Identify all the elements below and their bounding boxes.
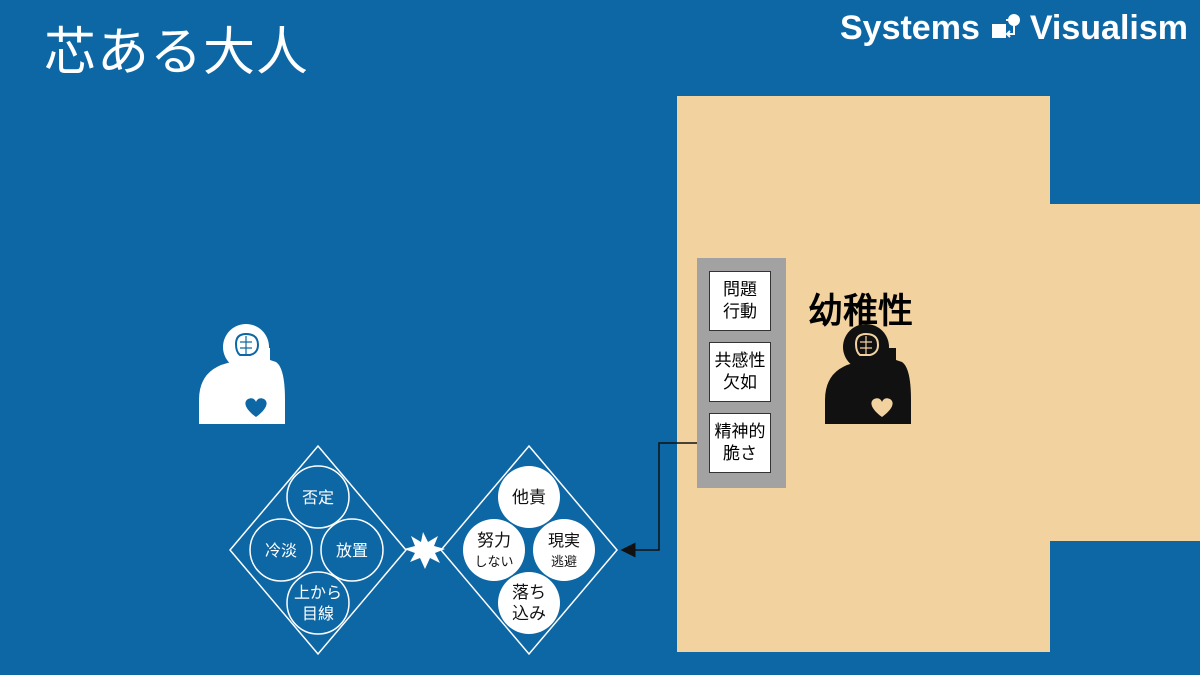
label-depression-line1: 落ち <box>512 583 546 603</box>
right-diamond <box>440 444 618 656</box>
brand-logo: Systems Visualism <box>840 6 1188 50</box>
trait-box-mental-fragility: 精神的 脆さ <box>709 413 771 473</box>
childish-person-icon <box>825 324 911 424</box>
circle-depression <box>498 572 560 634</box>
label-no-effort-line2: しない <box>474 555 513 570</box>
label-denial: 否定 <box>302 488 334 507</box>
circle-condescension <box>286 571 350 635</box>
trait-box-lack-of-empathy: 共感性 欠如 <box>709 342 771 402</box>
label-no-effort-line1: 努力 <box>477 531 511 551</box>
circle-escapism <box>533 519 595 581</box>
label-condescension-line2: 目線 <box>302 604 334 623</box>
systems-visualism-logo-icon <box>991 14 1020 38</box>
label-escapism-line2: 逃避 <box>551 555 577 570</box>
left-diamond <box>229 444 407 656</box>
circle-coldness <box>249 518 313 582</box>
circle-blame-others <box>498 466 560 528</box>
brand-word-systems: Systems <box>839 8 980 47</box>
mature-person-icon <box>199 324 285 424</box>
explosion-icon <box>404 532 445 569</box>
brand-word-visualism: Visualism <box>1029 8 1188 47</box>
childish-region-extension <box>1050 204 1200 541</box>
connector-arrow <box>620 442 697 558</box>
label-depression-line2: 込み <box>512 604 546 624</box>
page-title: 芯ある大人 <box>44 23 310 83</box>
childish-traits-stack: 問題 行動 共感性 欠如 精神的 脆さ <box>697 258 786 488</box>
label-escapism-line1: 現実 <box>548 531 580 550</box>
trait-box-problem-behavior: 問題 行動 <box>709 271 771 331</box>
label-coldness: 冷淡 <box>265 541 297 560</box>
label-neglect: 放置 <box>336 541 368 560</box>
label-blame-others: 他責 <box>512 488 546 508</box>
circle-no-effort <box>463 519 525 581</box>
label-condescension-line1: 上から <box>294 583 342 602</box>
circle-denial <box>286 465 350 529</box>
circle-neglect <box>320 518 384 582</box>
